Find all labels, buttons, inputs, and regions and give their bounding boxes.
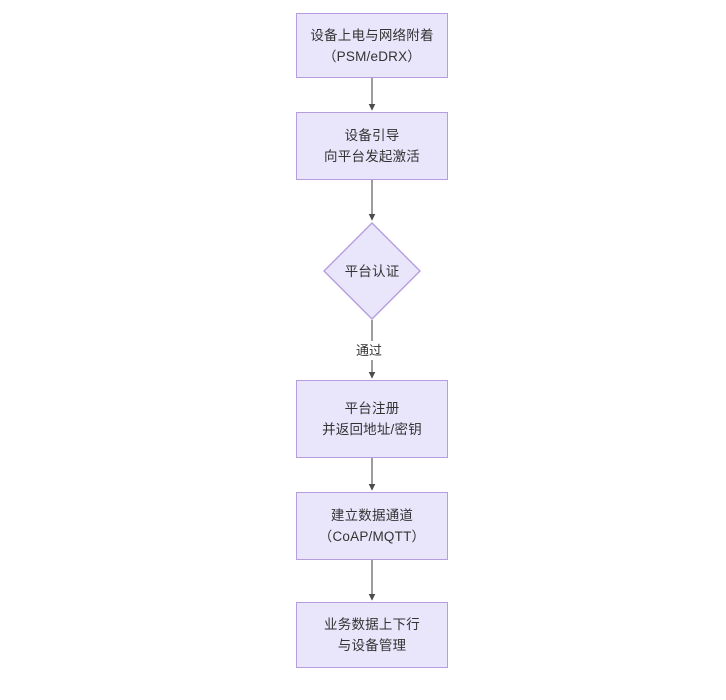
node-platform-register-line-1: 平台注册 bbox=[344, 401, 400, 416]
node-business-data[interactable]: 业务数据上下行 与设备管理 bbox=[296, 602, 448, 668]
node-power-on[interactable]: 设备上电与网络附着 （PSM/eDRX） bbox=[296, 13, 448, 78]
node-business-data-line-1: 业务数据上下行 bbox=[324, 617, 420, 632]
node-power-on-line-1: 设备上电与网络附着 bbox=[310, 27, 434, 43]
node-platform-register-line-2: 并返回地址/密钥 bbox=[322, 422, 422, 437]
node-platform-register[interactable]: 平台注册 并返回地址/密钥 bbox=[296, 380, 448, 458]
node-business-data-line-2: 与设备管理 bbox=[337, 638, 407, 653]
node-bootstrap[interactable]: 设备引导 向平台发起激活 bbox=[296, 112, 448, 180]
node-platform-auth-label: 平台认证 bbox=[344, 263, 400, 279]
node-data-channel-line-1: 建立数据通道 bbox=[330, 508, 414, 523]
node-data-channel-line-2: （CoAP/MQTT） bbox=[318, 529, 426, 544]
node-data-channel[interactable]: 建立数据通道 （CoAP/MQTT） bbox=[296, 492, 448, 560]
node-platform-auth[interactable]: 平台认证 bbox=[323, 222, 421, 320]
node-bootstrap-line-2: 向平台发起激活 bbox=[324, 149, 420, 164]
edge-label-pass: 通过 bbox=[353, 341, 386, 360]
node-power-on-line-2: （PSM/eDRX） bbox=[322, 48, 422, 64]
node-bootstrap-line-1: 设备引导 bbox=[344, 128, 400, 143]
diamond-shape-icon bbox=[323, 222, 421, 320]
